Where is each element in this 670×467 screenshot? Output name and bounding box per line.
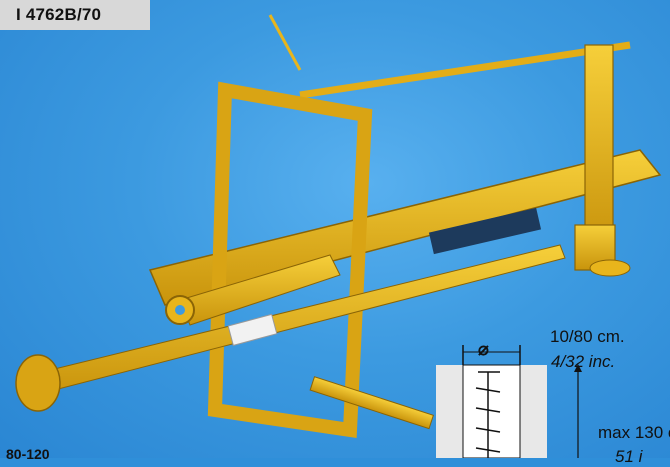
diameter-symbol: ⌀ xyxy=(478,339,489,359)
diameter-range-metric: 10/80 cm. xyxy=(550,327,625,346)
shaft-guard-label xyxy=(227,313,278,346)
depth-metric: max 130 c xyxy=(598,423,670,442)
pto-yoke xyxy=(15,354,61,412)
base-skid xyxy=(309,376,434,430)
boom-arm xyxy=(148,149,662,306)
diameter-range-inch: 4/32 inc. xyxy=(551,352,616,371)
depth-inch: 51 i xyxy=(615,447,643,466)
guide-pole xyxy=(268,14,302,71)
top-lever xyxy=(299,41,631,99)
product-code-label: I 4762B/70 xyxy=(0,0,150,30)
auger-flange xyxy=(589,259,631,277)
brand-decal xyxy=(428,207,542,255)
hole-depth-diagram xyxy=(436,345,582,458)
rear-post xyxy=(584,44,614,246)
model-code: 80-120 xyxy=(6,446,50,462)
hitch-eye-hole xyxy=(175,305,185,315)
